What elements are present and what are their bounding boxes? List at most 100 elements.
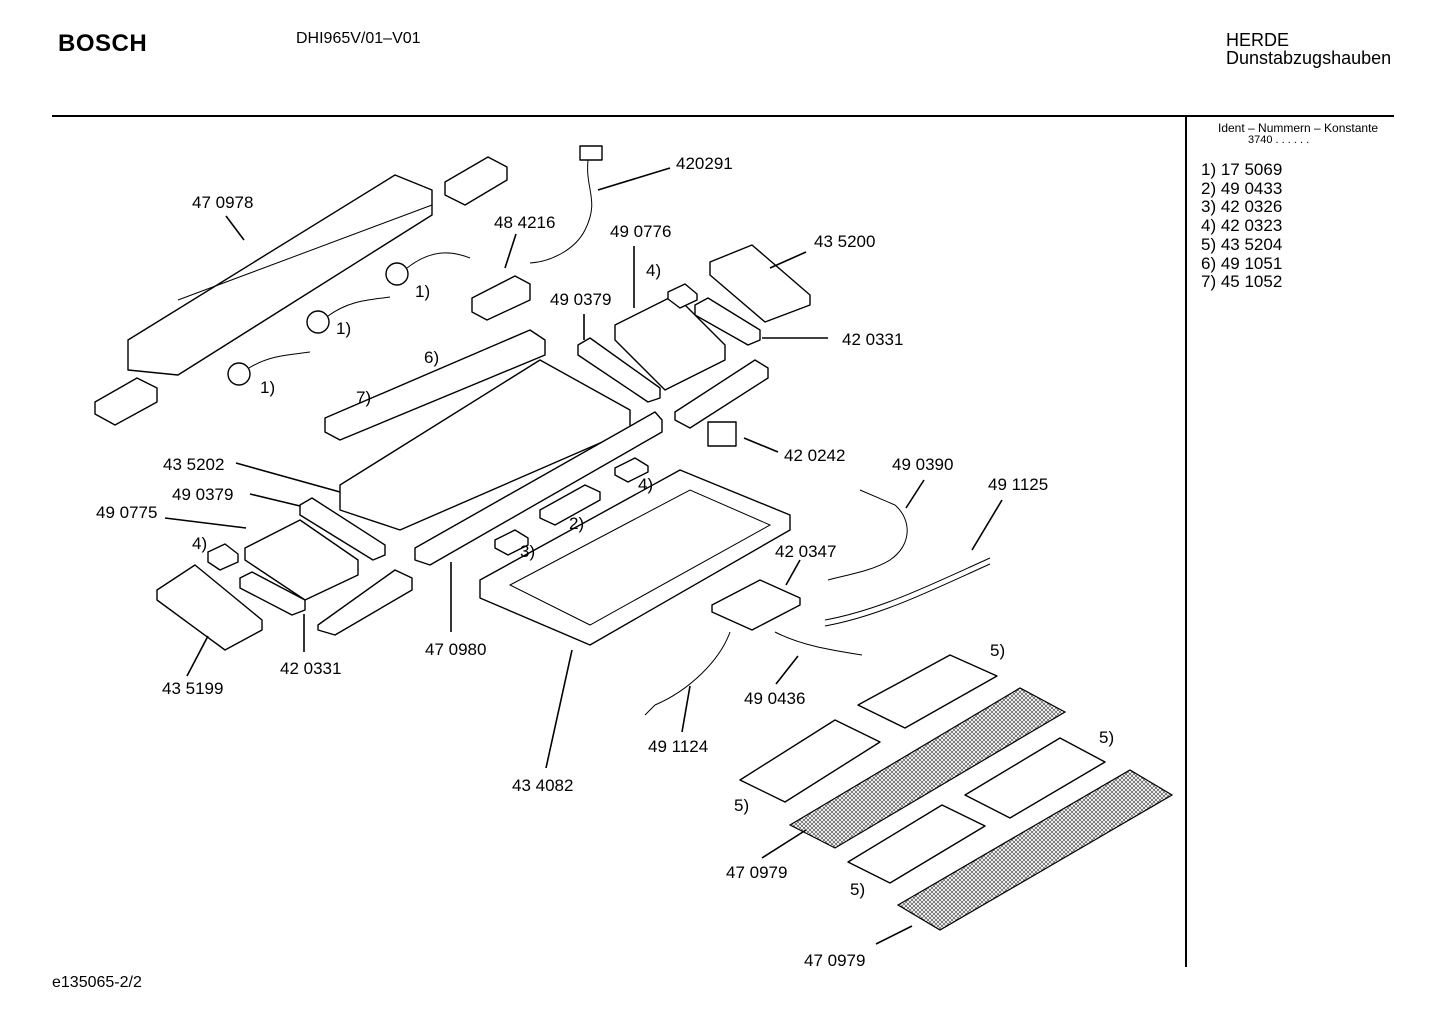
frame-470980: [414, 411, 663, 566]
filter-small-3: [964, 737, 1106, 819]
category-primary: HERDE: [1226, 30, 1290, 50]
model-number: DHI965V/01–V01: [296, 30, 421, 47]
rod-490379-left: [299, 497, 386, 561]
header-divider: [52, 115, 1394, 117]
rail-470978: [127, 174, 433, 376]
label-470979-b: 47 0979: [804, 951, 865, 970]
ribbon-491125: [824, 557, 991, 621]
cable-420291: [529, 159, 593, 264]
leader-490379-left: [249, 493, 301, 507]
label-420291: 420291: [676, 154, 733, 173]
bracket-left: [94, 377, 158, 426]
leader-470978: [225, 215, 245, 241]
label-420242: 42 0242: [784, 446, 845, 465]
label-435200: 43 5200: [814, 232, 875, 251]
connector-420291: [579, 145, 603, 161]
ribbon-491125-b: [824, 563, 991, 627]
sidebar-divider: [1185, 117, 1187, 967]
label-ref-3: 3): [520, 542, 535, 561]
tray-434082-inner: [508, 489, 772, 626]
strip-420331-left: [239, 571, 306, 616]
tray-434082: [479, 469, 791, 646]
cable-490436: [774, 631, 863, 656]
cap-3: [494, 529, 529, 556]
label-490390: 49 0390: [892, 455, 953, 474]
cable-490390: [827, 489, 908, 581]
label-434082: 43 4082: [512, 776, 573, 795]
leader-490390: [905, 479, 925, 509]
category-secondary: Dunstabzugshauben: [1226, 48, 1392, 68]
ident-item: 2) 49 0433: [1201, 178, 1283, 198]
label-435202: 43 5202: [163, 455, 224, 474]
label-491124: 49 1124: [648, 737, 708, 756]
label-435199: 43 5199: [162, 679, 223, 698]
bracket-lower-left: [317, 569, 413, 636]
switch-420242: [707, 421, 737, 447]
label-490379-left: 49 0379: [172, 485, 233, 504]
rod-490379-right: [577, 337, 661, 403]
label-470980: 47 0980: [425, 640, 486, 659]
label-490776: 49 0776: [610, 222, 671, 241]
label-ref-5-d: 5): [850, 880, 865, 899]
strip-420331-right: [694, 297, 761, 346]
lamp-3: [227, 362, 251, 386]
clip-4-left: [207, 543, 239, 571]
leader-491125: [971, 499, 1003, 551]
leader-435202: [235, 462, 341, 493]
label-490436: 49 0436: [744, 689, 805, 708]
filter-large-1: [788, 687, 1067, 849]
label-420331-left: 42 0331: [280, 659, 341, 678]
leader-435200: [769, 251, 807, 269]
label-ref-5-a: 5): [990, 641, 1005, 660]
filter-small-2: [739, 719, 881, 803]
filter-small-4: [847, 804, 986, 884]
ident-item: 7) 45 1052: [1201, 272, 1283, 292]
lamp-wires: [248, 252, 471, 369]
bracket-right: [674, 359, 769, 429]
part-labels: 47 0978 420291 48 4216 49 0776 43 5200 4…: [96, 154, 1114, 970]
ident-item: 6) 49 1051: [1201, 253, 1283, 273]
rail-470978-edge: [177, 204, 433, 301]
ident-item: 1) 17 5069: [1201, 160, 1283, 179]
transformer-484216: [471, 275, 531, 321]
document-id: e135065-2/2: [52, 974, 142, 991]
leader-420291: [597, 167, 671, 191]
cable-491124: [644, 631, 731, 716]
label-420331-right: 42 0331: [842, 330, 903, 349]
holder-435200: [709, 244, 811, 323]
ident-list: 1) 17 5069 2) 49 0433 3) 42 0326 4) 42 0…: [1201, 160, 1283, 292]
leader-420347: [785, 559, 801, 586]
lamp-2: [306, 310, 330, 334]
leader-434082: [545, 649, 573, 769]
label-ref-7: 7): [356, 388, 371, 407]
label-ref-1-c: 1): [260, 378, 275, 397]
leader-491124: [681, 685, 691, 733]
panel-upper: [324, 329, 546, 441]
label-470979-a: 47 0979: [726, 863, 787, 882]
leader-470979-a: [761, 829, 807, 859]
label-ref-4-left: 4): [192, 534, 207, 553]
label-470978: 47 0978: [192, 193, 253, 212]
ident-title: Ident – Nummern – Konstante: [1218, 121, 1379, 135]
leader-435199: [186, 635, 209, 677]
leader-lines: [164, 167, 1003, 945]
ident-constant: 3740 . . . . . .: [1248, 134, 1310, 146]
label-ref-1-a: 1): [415, 282, 430, 301]
leader-470979-b: [875, 925, 913, 945]
part-shapes: [94, 145, 1174, 931]
ident-item: 4) 42 0323: [1201, 216, 1283, 236]
label-ref-5-b: 5): [1099, 728, 1114, 747]
holder-435199: [156, 564, 263, 651]
board-420347: [711, 579, 801, 631]
bracket-top: [444, 156, 508, 206]
leader-490436: [775, 655, 799, 685]
label-ref-2: 2): [569, 514, 584, 533]
filter-small-1: [857, 654, 998, 729]
leader-420242: [743, 437, 779, 453]
label-ref-4-top: 4): [646, 261, 661, 280]
ident-item: 5) 43 5204: [1201, 234, 1283, 254]
leader-484216: [504, 233, 517, 269]
label-490379-right: 49 0379: [550, 290, 611, 309]
ident-item: 3) 42 0326: [1201, 197, 1283, 217]
